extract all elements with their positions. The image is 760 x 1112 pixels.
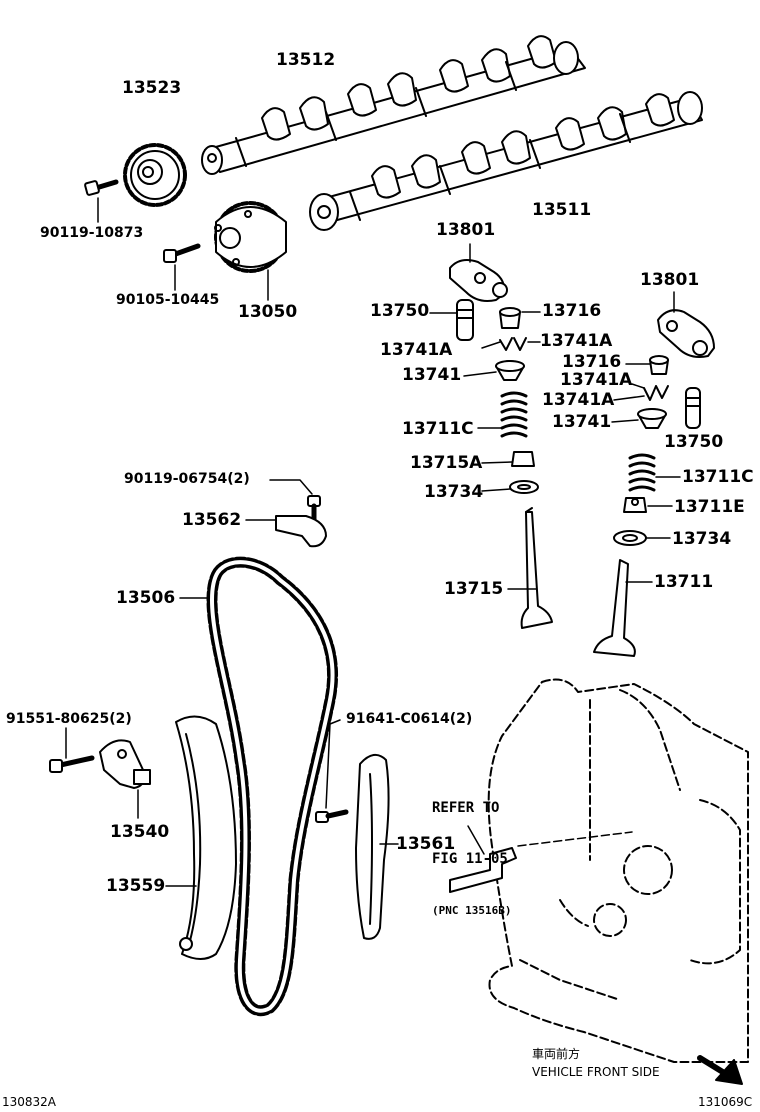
refer-line-2: FIG 11-05 [432, 851, 508, 867]
camshaft-13512[interactable] [201, 35, 586, 175]
label-13741A-left-2[interactable]: 13741A [540, 331, 613, 351]
label-13750-right[interactable]: 13750 [664, 432, 724, 452]
rocker-arm-13801-right[interactable] [657, 309, 715, 358]
chain-guide-13562[interactable] [275, 515, 327, 548]
camshaft-13511[interactable] [309, 91, 703, 231]
valve-spring-13711C-left[interactable] [500, 391, 528, 438]
vehicle-front-en: VEHICLE FRONT SIDE [532, 1065, 660, 1079]
label-13711C-left[interactable]: 13711C [402, 419, 474, 439]
keeper-13741A-right[interactable] [643, 385, 669, 401]
label-90105-10445[interactable]: 90105-10445 [116, 292, 220, 308]
label-13561[interactable]: 13561 [396, 834, 456, 854]
figure-code-left: 130832A [2, 1095, 57, 1109]
valve-cap-13716-left[interactable] [499, 307, 521, 329]
oil-jet [449, 847, 517, 893]
label-13741A-left-1[interactable]: 13741A [380, 340, 453, 360]
label-90119-10873[interactable]: 90119-10873 [40, 225, 144, 241]
label-13050[interactable]: 13050 [238, 302, 298, 322]
label-13734-left[interactable]: 13734 [424, 482, 484, 502]
bolt-91551-80625[interactable] [49, 755, 95, 773]
label-13711E[interactable]: 13711E [674, 497, 745, 517]
label-13801-left[interactable]: 13801 [436, 220, 496, 240]
valve-seal-13715A[interactable] [511, 451, 535, 467]
vehicle-front-jp: 車両前方 [532, 1047, 581, 1061]
label-13559[interactable]: 13559 [106, 876, 166, 896]
label-13716-right[interactable]: 13716 [562, 352, 622, 372]
bolt-91641-C0614[interactable] [315, 809, 349, 823]
keeper-13741A-left[interactable] [499, 337, 527, 351]
valve-seal-13711E[interactable] [623, 497, 647, 513]
label-13715[interactable]: 13715 [444, 579, 504, 599]
label-13715A[interactable]: 13715A [410, 453, 483, 473]
label-91641-C0614[interactable]: 91641-C0614(2) [346, 711, 473, 727]
vvt-gear-13050[interactable] [214, 201, 287, 273]
label-13734-right[interactable]: 13734 [672, 529, 732, 549]
label-90119-06754[interactable]: 90119-06754(2) [124, 471, 250, 487]
chain-slipper-13559[interactable] [175, 715, 237, 960]
label-13711[interactable]: 13711 [654, 572, 714, 592]
valve-13711[interactable] [593, 559, 636, 657]
label-13741A-right-2[interactable]: 13741A [542, 390, 615, 410]
retainer-13741-right[interactable] [637, 408, 667, 429]
refer-note[interactable]: REFER TO FIG 11-05 (PNC 13516B) [432, 766, 511, 936]
refer-line-3: (PNC 13516B) [432, 904, 512, 917]
label-13801-right[interactable]: 13801 [640, 270, 700, 290]
label-13716-left[interactable]: 13716 [542, 301, 602, 321]
cylinder-head-outline [487, 678, 749, 1063]
chain-guide-13561[interactable] [355, 753, 390, 940]
label-13523[interactable]: 13523 [122, 78, 182, 98]
label-13741-right[interactable]: 13741 [552, 412, 612, 432]
label-13511[interactable]: 13511 [532, 200, 592, 220]
bolt-90119-10873[interactable] [84, 179, 119, 196]
label-91551-80625[interactable]: 91551-80625(2) [6, 711, 132, 727]
figure-code-right: 131069C [698, 1095, 753, 1109]
label-13741A-right-1[interactable]: 13741A [560, 370, 633, 390]
chain-tensioner-13540[interactable] [99, 739, 151, 789]
label-13711C-right[interactable]: 13711C [682, 467, 754, 487]
timing-chain-13506[interactable] [206, 556, 339, 1017]
label-13750-left[interactable]: 13750 [370, 301, 430, 321]
valve-cap-13716-right[interactable] [649, 355, 669, 375]
label-13741-left[interactable]: 13741 [402, 365, 462, 385]
washer-13734-left[interactable] [509, 480, 539, 494]
valve-13715[interactable] [520, 507, 553, 629]
label-13506[interactable]: 13506 [116, 588, 176, 608]
refer-line-1: REFER TO [432, 800, 500, 816]
washer-13734-right[interactable] [613, 530, 647, 546]
bolt-90105-10445[interactable] [163, 243, 201, 263]
lash-adjuster-13750-right[interactable] [685, 387, 701, 429]
label-13562[interactable]: 13562 [182, 510, 242, 530]
vehicle-front-arrow-icon [697, 1055, 743, 1085]
sprocket-13523[interactable] [123, 143, 187, 207]
retainer-13741-left[interactable] [495, 360, 525, 381]
lash-adjuster-13750-left[interactable] [456, 299, 474, 341]
label-13540[interactable]: 13540 [110, 822, 170, 842]
rocker-arm-13801-left[interactable] [449, 259, 508, 302]
valve-spring-13711C-right[interactable] [628, 453, 656, 492]
label-13512[interactable]: 13512 [276, 50, 336, 70]
